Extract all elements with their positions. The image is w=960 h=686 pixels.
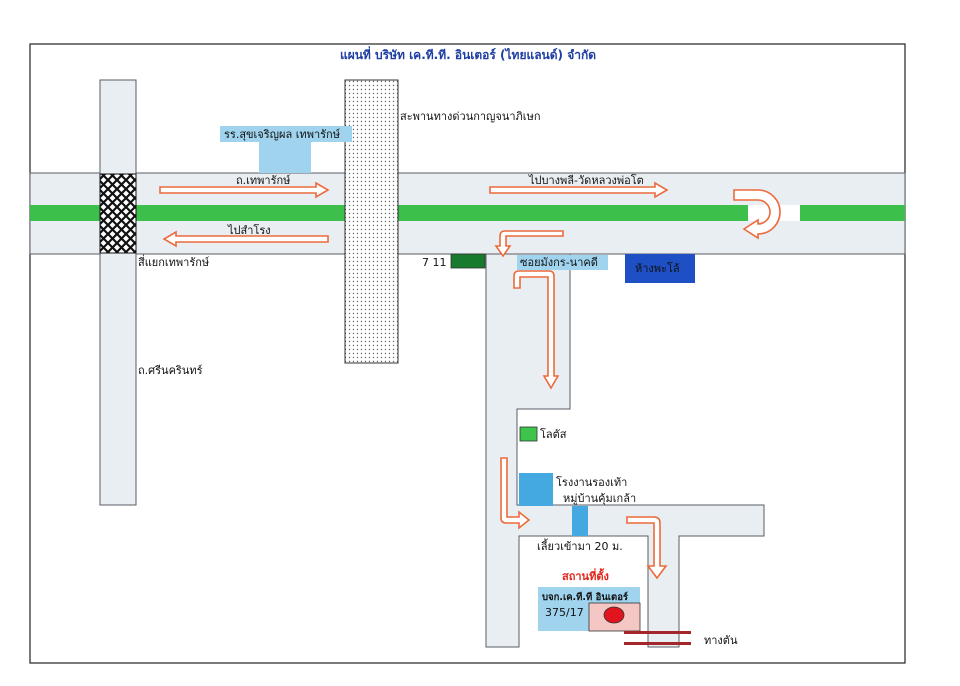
u-turn-arrow xyxy=(733,189,781,240)
direction-arrow-turn-south xyxy=(626,516,668,580)
srinakarin-road-label: ถ.ศรีนครินทร์ xyxy=(138,364,203,377)
shoe-factory-label: โรงงานรองเท้า xyxy=(556,475,627,489)
expressway-bridge xyxy=(344,79,399,364)
school-label-bg xyxy=(220,126,352,142)
map-title: แผนที่ บริษัท เค.ที.ที. อินเตอร์ (ไทยแลน… xyxy=(340,46,596,62)
dead-end-bar-bottom xyxy=(624,642,691,645)
shoe-factory-box xyxy=(519,473,553,506)
turn-in-distance-label: เลี้ยวเข้ามา 20 ม. xyxy=(537,538,623,553)
direction-arrow-west xyxy=(162,230,329,248)
department-store-box xyxy=(625,254,695,283)
school-box xyxy=(259,141,311,173)
dead-end-bar-top xyxy=(624,631,691,634)
company-address-label: 375/17 xyxy=(545,606,584,619)
soi-mangkorn-label: ซอยมังกร-นาคดี xyxy=(520,256,598,269)
village-label: หมู่บ้านคุ้มเกล้า xyxy=(563,492,636,505)
turn-into-soi-arrow xyxy=(494,230,564,258)
expressway-bridge-label: สะพานทางด่วนกาญจนาภิเษก xyxy=(400,110,540,123)
lotus-label: โลตัส xyxy=(540,427,567,441)
map-frame xyxy=(29,43,906,664)
soi-label-bg xyxy=(517,255,608,270)
seven-eleven-box xyxy=(450,253,486,269)
soi-mangkorn-road xyxy=(485,253,765,648)
location-marker xyxy=(603,606,625,624)
median-strip-east xyxy=(800,205,905,221)
direction-arrow-south xyxy=(513,270,560,390)
direction-arrow-east xyxy=(159,181,330,199)
destination-heading: สถานที่ตั้ง xyxy=(562,568,609,583)
direction-arrow-southeast xyxy=(500,457,531,530)
school-label: รร.สุขเจริญผล เทพารักษ์ xyxy=(224,128,340,141)
intersection-label: สี่แยกเทพารักษ์ xyxy=(138,254,210,269)
to-bang-phli-label: ไปบางพลี-วัดหลวงพ่อโต xyxy=(528,173,644,187)
company-name-label: บจก.เค.ที.ที อินเตอร์ xyxy=(542,591,629,603)
main-road-label: ถ.เทพารักษ์ xyxy=(236,174,291,187)
direction-arrow-bang-phli xyxy=(489,181,669,199)
department-store-label: ห้างพะโล้ xyxy=(635,261,680,275)
lotus-box xyxy=(519,426,538,442)
dead-end-label: ทางตัน xyxy=(704,634,738,647)
intersection-crosshatch xyxy=(99,173,137,254)
village-box xyxy=(572,506,588,536)
srinakarin-road xyxy=(99,79,137,506)
seven-eleven-label: 7 11 xyxy=(422,256,447,269)
to-samrong-label: ไปสำโรง xyxy=(227,223,271,237)
